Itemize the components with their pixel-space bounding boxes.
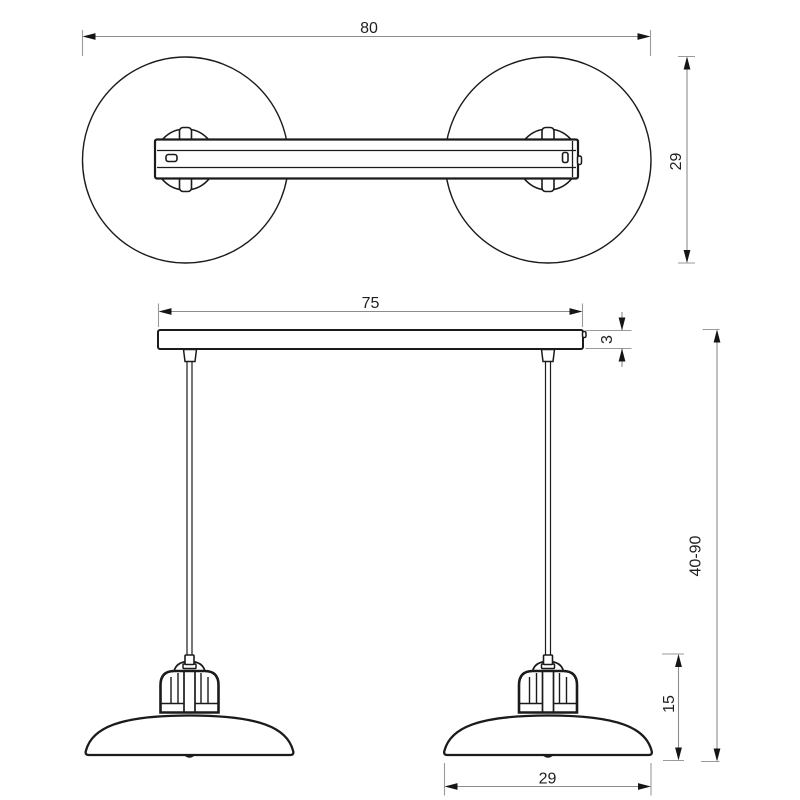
shade-right — [442, 714, 654, 757]
arrowhead-left — [444, 783, 458, 790]
arrowhead-right — [638, 783, 651, 790]
cord-grip-left — [182, 348, 198, 363]
shade-bottom-notch-right — [541, 754, 555, 758]
dimension-canopy-thickness: 3 — [585, 312, 632, 367]
dimension-shade-width: 29 — [443, 763, 652, 796]
bar-slot-left — [165, 153, 178, 163]
bar-slot-right — [561, 151, 569, 164]
dim-label-shade-height: 15 — [661, 695, 678, 713]
arrowhead-left — [158, 308, 172, 315]
arrowhead-down — [713, 748, 721, 762]
canopy-side-nub — [581, 330, 587, 339]
shade-left — [84, 714, 295, 757]
arrowhead-up — [675, 654, 682, 667]
arrowhead-up — [618, 348, 626, 362]
ferrule-left — [184, 654, 195, 666]
arrowhead-down — [683, 250, 691, 263]
ferrule-right — [542, 654, 554, 666]
cord-grip-right — [540, 348, 556, 363]
arrowhead-right — [569, 308, 583, 315]
dim-label-hanging-range: 40-90 — [688, 535, 705, 576]
dim-label-canopy-thickness: 3 — [599, 335, 616, 344]
top-view — [81, 56, 652, 264]
socket-cage-left — [159, 669, 220, 714]
shade-bottom-notch-left — [183, 754, 196, 758]
dim-label-top-width: 80 — [360, 20, 378, 37]
canopy-bar — [157, 329, 584, 350]
arrowhead-left — [82, 33, 96, 40]
arrowhead-down — [675, 747, 682, 761]
dim-label-top-depth: 29 — [668, 153, 685, 171]
dimension-hanging-range: 40-90 — [688, 328, 721, 763]
dim-label-shade-width: 29 — [539, 771, 557, 788]
dimension-top-depth: 29 — [668, 55, 695, 264]
bar-end-nub — [576, 155, 583, 166]
arrowhead-up — [683, 56, 691, 70]
dimension-shade-height: 15 — [661, 653, 684, 762]
dimension-overall-width: 80 — [81, 20, 652, 56]
mounting-bar-top-view — [153, 138, 580, 180]
front-view — [84, 329, 654, 758]
arrowhead-down — [618, 317, 626, 331]
dim-label-canopy-width: 75 — [362, 295, 380, 312]
socket-cage-right — [517, 669, 579, 714]
arrowhead-right — [637, 33, 651, 40]
arrowhead-up — [713, 329, 721, 343]
dimension-canopy-width: 75 — [157, 295, 584, 327]
